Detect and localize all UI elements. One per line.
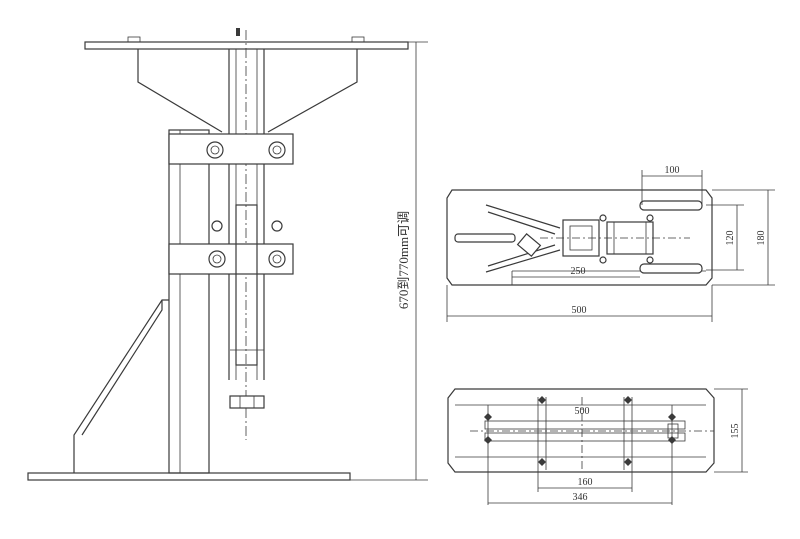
base-view: 500 160 346 155 [447, 388, 748, 505]
dim-500-top: 500 [572, 305, 587, 316]
arm-lower [485, 244, 561, 273]
inner-sleeve [235, 204, 258, 366]
dim-100: 100 [665, 165, 680, 176]
base-view-plate [447, 388, 715, 473]
slot-bottom [639, 263, 703, 274]
top-plate [84, 41, 409, 50]
slot-top [639, 200, 703, 211]
top-view-plate [446, 189, 713, 286]
arm-upper [485, 204, 561, 235]
dim-155: 155 [730, 424, 741, 439]
vertical-column [168, 129, 210, 474]
small-clamp [516, 233, 542, 257]
dim-180: 180 [756, 231, 767, 246]
top-stud-right [351, 36, 365, 43]
upper-bolt-left [206, 141, 224, 159]
right-body [606, 221, 654, 255]
lower-bolt-right [268, 250, 286, 268]
bottom-nut [229, 395, 265, 409]
top-view: 100 120 180 250 500 [446, 165, 775, 322]
side-gusset [73, 299, 169, 473]
dim-120: 120 [725, 231, 736, 246]
middle-stud-left [211, 220, 223, 232]
side-view: 670到770mm可调 [27, 28, 428, 481]
base-plate [27, 472, 351, 481]
dim-160: 160 [578, 477, 593, 488]
upper-bolt-right [268, 141, 286, 159]
left-bar [454, 233, 516, 243]
top-stud-left [127, 36, 141, 43]
base-slot-upper [484, 420, 686, 430]
middle-stud-right [271, 220, 283, 232]
dim-500-base: 500 [575, 406, 590, 417]
height-dim-label: 670到770mm可调 [396, 211, 411, 309]
funnel-bracket [137, 49, 358, 133]
lower-bolt-left [208, 250, 226, 268]
base-slot-lower [484, 432, 686, 442]
dim-346: 346 [573, 492, 588, 503]
top-center-mark [236, 28, 240, 36]
dim-250: 250 [571, 266, 586, 277]
